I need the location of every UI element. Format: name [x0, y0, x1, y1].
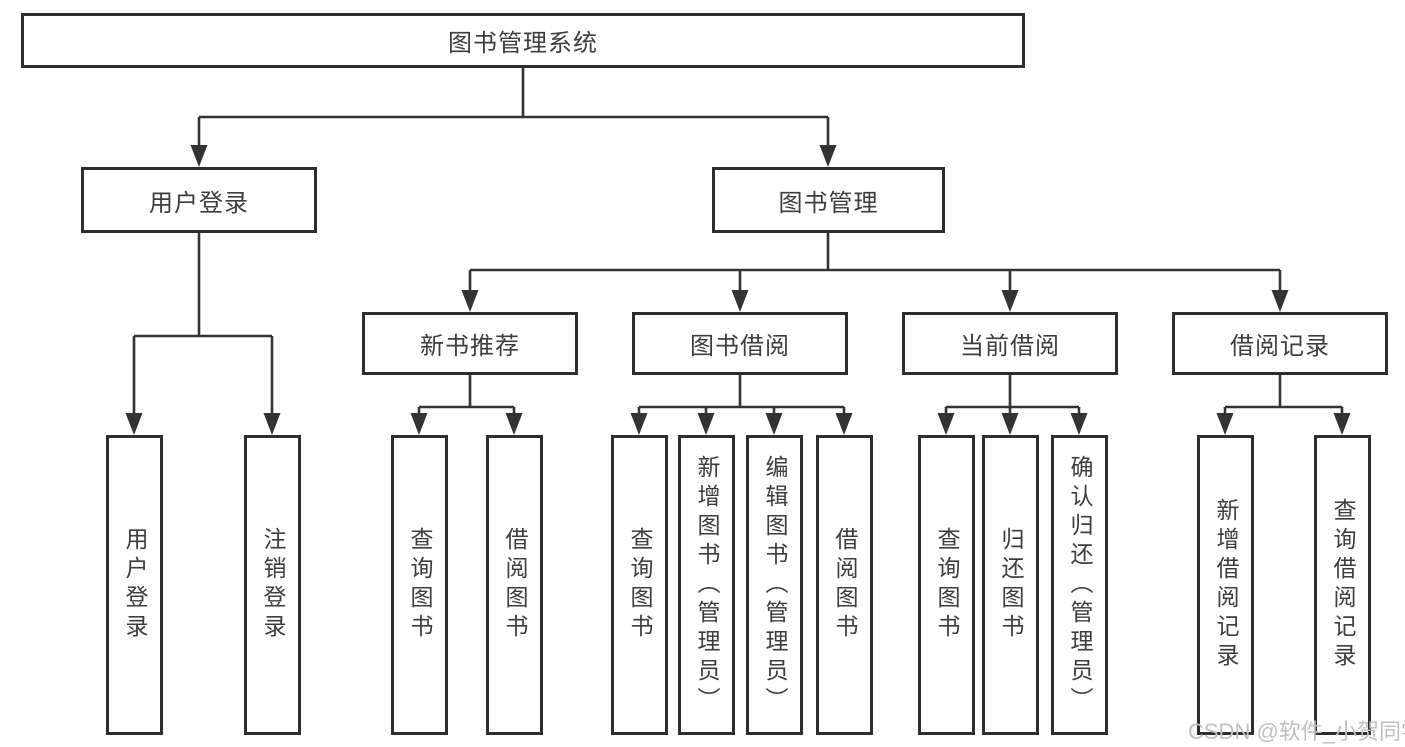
- leaf-borrow-book: 借阅图书: [816, 435, 873, 735]
- node-current-borrow: 当前借阅: [902, 312, 1118, 375]
- leaf-current-return-label: 归还图书: [998, 527, 1024, 643]
- leaf-record-add-label: 新增借阅记录: [1213, 498, 1239, 672]
- node-root-system: 图书管理系统: [21, 13, 1025, 68]
- leaf-borrow-edit-admin-label: 编辑图书（管理员）: [762, 454, 788, 716]
- leaf-record-query-label: 查询借阅记录: [1330, 498, 1356, 672]
- leaf-current-query-label: 查询图书: [934, 527, 960, 643]
- leaf-current-query: 查询图书: [918, 435, 975, 735]
- node-new-book-recommend-label: 新书推荐: [420, 333, 520, 360]
- leaf-current-return: 归还图书: [982, 435, 1039, 735]
- leaf-current-confirm-admin: 确认归还（管理员）: [1051, 435, 1108, 735]
- leaf-logout-label: 注销登录: [260, 527, 286, 643]
- leaf-newbook-query: 查询图书: [391, 435, 448, 735]
- leaf-borrow-query-label: 查询图书: [627, 527, 653, 643]
- leaf-logout: 注销登录: [244, 435, 301, 735]
- leaf-newbook-borrow: 借阅图书: [486, 435, 543, 735]
- node-new-book-recommend: 新书推荐: [362, 312, 578, 375]
- node-current-borrow-label: 当前借阅: [960, 333, 1060, 360]
- leaf-user-login: 用户登录: [106, 435, 163, 735]
- leaf-borrow-query: 查询图书: [611, 435, 668, 735]
- node-book-borrow-label: 图书借阅: [690, 333, 790, 360]
- node-book-management-label: 图书管理: [778, 189, 879, 217]
- node-borrow-record: 借阅记录: [1172, 312, 1388, 375]
- node-root-system-label: 图书管理系统: [448, 30, 598, 57]
- leaf-user-login-label: 用户登录: [122, 527, 148, 643]
- leaf-record-query: 查询借阅记录: [1314, 435, 1371, 735]
- leaf-borrow-add-admin: 新增图书（管理员）: [678, 435, 735, 735]
- leaf-borrow-add-admin-label: 新增图书（管理员）: [694, 454, 720, 716]
- leaf-record-add: 新增借阅记录: [1197, 435, 1254, 735]
- node-book-borrow: 图书借阅: [632, 312, 848, 375]
- leaf-newbook-query-label: 查询图书: [407, 527, 433, 643]
- node-user-login-label: 用户登录: [149, 189, 249, 217]
- leaf-borrow-book-label: 借阅图书: [832, 527, 858, 643]
- node-user-login: 用户登录: [81, 167, 317, 233]
- node-borrow-record-label: 借阅记录: [1230, 333, 1330, 360]
- leaf-current-confirm-admin-label: 确认归还（管理员）: [1067, 454, 1093, 716]
- node-book-management: 图书管理: [712, 167, 945, 233]
- leaf-newbook-borrow-label: 借阅图书: [502, 527, 528, 643]
- watermark: CSDN @软件_小贺同学: [1188, 719, 1405, 744]
- leaf-borrow-edit-admin: 编辑图书（管理员）: [746, 435, 803, 735]
